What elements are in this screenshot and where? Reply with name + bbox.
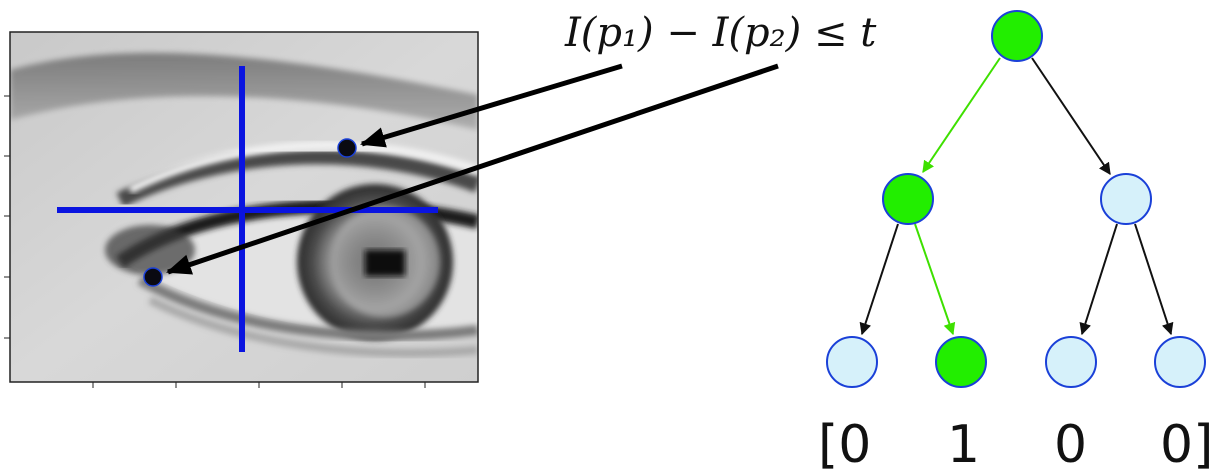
tree-leaf-3 bbox=[1154, 336, 1206, 388]
tree-node-root bbox=[991, 10, 1043, 62]
edge-left-leaf0 bbox=[859, 223, 899, 336]
decision-tree-nodes bbox=[826, 10, 1206, 388]
output-value-1: 1 bbox=[947, 415, 980, 472]
tree-node-left bbox=[882, 173, 934, 225]
decision-tree-edges bbox=[859, 57, 1174, 336]
pixel-point-p1 bbox=[337, 138, 357, 158]
edge-root-left bbox=[922, 57, 1001, 173]
edge-left-leaf1 bbox=[914, 223, 956, 336]
output-value-2: 0 bbox=[1054, 415, 1087, 472]
output-vector: [0 1 0 0] bbox=[818, 415, 1213, 472]
edge-right-leaf2 bbox=[1079, 223, 1118, 336]
crosshair bbox=[57, 66, 438, 352]
edge-root-right bbox=[1031, 57, 1111, 175]
edge-right-leaf3 bbox=[1134, 223, 1174, 336]
arrow-to-p1 bbox=[360, 63, 623, 148]
tree-leaf-1 bbox=[935, 336, 987, 388]
pixel-point-p2 bbox=[143, 267, 163, 287]
output-value-3: 0] bbox=[1160, 415, 1213, 472]
arrow-to-p2 bbox=[166, 63, 779, 275]
tree-leaf-2 bbox=[1045, 336, 1097, 388]
tree-node-right bbox=[1100, 173, 1152, 225]
image-frame bbox=[9, 31, 479, 383]
comparison-equation: I(p₁) − I(p₂) ≤ t bbox=[564, 10, 877, 56]
tree-leaf-0 bbox=[826, 336, 878, 388]
image-axis-ticks bbox=[4, 95, 426, 388]
output-value-0: [0 bbox=[818, 415, 871, 472]
